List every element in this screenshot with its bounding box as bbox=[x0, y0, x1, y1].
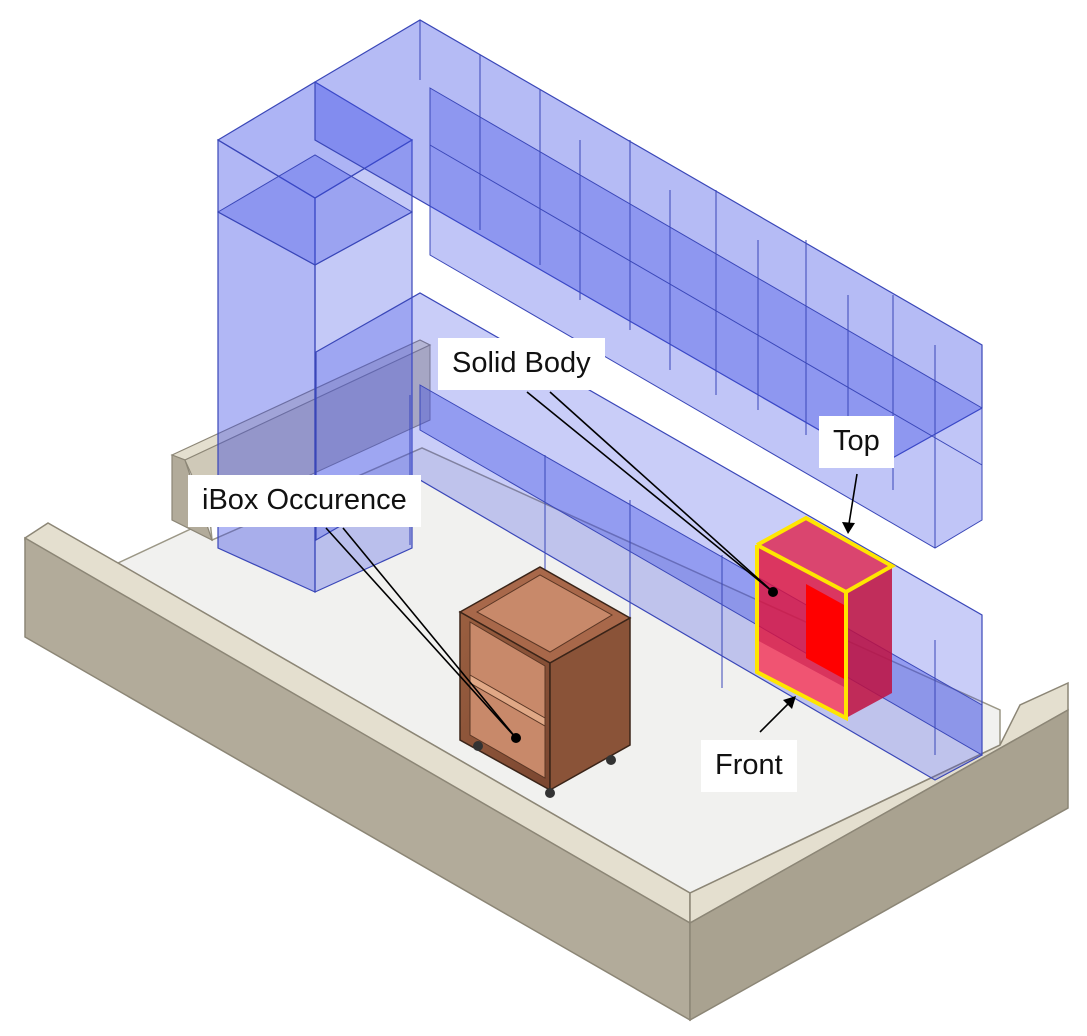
solid-body-label: Solid Body bbox=[452, 347, 591, 379]
top-callout: Top bbox=[819, 416, 894, 468]
solid-body-marker bbox=[768, 587, 778, 597]
right-wall bbox=[689, 681, 1069, 1022]
ibox-occurence-label: iBox Occurence bbox=[202, 484, 407, 516]
ibox-cabinet bbox=[458, 566, 632, 798]
front-label: Front bbox=[715, 749, 783, 781]
solid-body-callout: Solid Body bbox=[438, 338, 605, 390]
top-arrowhead bbox=[842, 522, 855, 534]
top-label: Top bbox=[833, 425, 880, 457]
ibox-occurence-callout: iBox Occurence bbox=[188, 475, 421, 527]
front-callout: Front bbox=[701, 740, 797, 792]
front-arrowhead bbox=[783, 696, 796, 709]
selected-solid-body bbox=[755, 515, 897, 722]
ibox-occurence-marker bbox=[511, 733, 521, 743]
leader-lines bbox=[325, 391, 858, 739]
